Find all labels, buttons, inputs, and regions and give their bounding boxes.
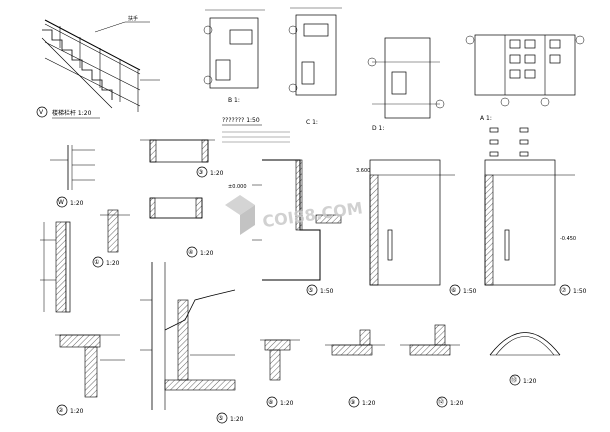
stair-railing-detail: 扶手 V 楼梯栏杆 1:20 xyxy=(36,15,160,119)
plan-a: A 1: xyxy=(465,34,585,157)
section-2-scale: 1:50 xyxy=(463,288,477,295)
detail-w-marker: W xyxy=(58,199,64,206)
detail-12-marker: ⑫ xyxy=(438,398,444,406)
detail-13-arch: ⑬ 1:20 xyxy=(489,332,561,386)
detail-1-marker: ① xyxy=(94,259,99,266)
toilet-plan-title-block: ??????? 1:50 xyxy=(222,117,290,143)
plan-a-title: A 1: xyxy=(480,115,492,122)
detail-5: ⑤ 1:20 xyxy=(140,262,244,424)
detail-1-scale: 1:20 xyxy=(106,260,120,267)
plan-d: D 1: xyxy=(367,37,445,132)
section-1-marker: ⑤ xyxy=(308,287,313,294)
detail-w: W 1:20 xyxy=(50,145,95,208)
plan-d-title: D 1: xyxy=(372,125,384,132)
section-2: ⑥ 1:50 3.600 xyxy=(356,159,477,296)
elevation-1: ±0.000 xyxy=(228,184,247,190)
detail-8-scale: 1:20 xyxy=(280,400,294,407)
detail-13-scale: 1:20 xyxy=(523,378,537,385)
detail-5-marker: ⑤ xyxy=(218,415,223,422)
rail-note: 扶手 xyxy=(128,15,138,22)
elevation-3: -0.450 xyxy=(560,236,576,242)
detail-1: ① 1:20 xyxy=(40,209,130,313)
detail-13-marker: ⑬ xyxy=(511,376,517,384)
plan-c-title: C 1: xyxy=(306,119,318,126)
section-1-scale: 1:50 xyxy=(320,288,334,295)
detail-5-scale: 1:20 xyxy=(230,416,244,423)
detail-3-marker: ③ xyxy=(198,169,203,176)
detail-9-marker: ⑨ xyxy=(350,399,355,406)
detail-2-scale: 1:20 xyxy=(70,408,84,415)
detail-9-scale: 1:20 xyxy=(362,400,376,407)
detail-9: ⑨ 1:20 xyxy=(325,329,385,408)
watermark: COI88.COM xyxy=(225,195,364,235)
detail-12-scale: 1:20 xyxy=(450,400,464,407)
detail-marker-v xyxy=(36,106,48,118)
detail-2: ② 1:20 xyxy=(55,334,125,416)
detail-12: ⑫ 1:20 xyxy=(400,324,464,408)
section-2-marker: ⑥ xyxy=(451,287,456,294)
section-3-scale: 1:50 xyxy=(573,288,587,295)
elevation-2: 3.600 xyxy=(356,168,370,174)
detail-marker-v-label: V xyxy=(39,109,44,116)
detail-4: ④ 1:20 xyxy=(149,197,214,258)
detail-4-marker: ④ xyxy=(188,249,193,256)
watermark-text: COI88.COM xyxy=(261,198,364,231)
section-3-marker: ⑦ xyxy=(561,287,567,294)
plan-b: B 1: xyxy=(203,9,265,104)
detail-3: ③ 1:20 xyxy=(140,139,224,178)
detail-2-marker: ② xyxy=(58,407,64,414)
detail-3-scale: 1:20 xyxy=(210,170,224,177)
detail-4-scale: 1:20 xyxy=(200,250,214,257)
stair-rail-title: 楼梯栏杆 1:20 xyxy=(52,109,92,117)
detail-8: ⑧ 1:20 xyxy=(260,339,300,408)
toilet-plan-title: ??????? 1:50 xyxy=(222,117,260,124)
plan-c: C 1: xyxy=(288,7,342,126)
section-3: ⑦ 1:50 -0.450 xyxy=(484,159,587,296)
detail-w-scale: 1:20 xyxy=(70,200,84,207)
plan-b-title: B 1: xyxy=(228,97,240,104)
detail-8-marker: ⑧ xyxy=(268,399,273,406)
section-1: ⑤ 1:50 ±0.000 xyxy=(228,159,342,296)
